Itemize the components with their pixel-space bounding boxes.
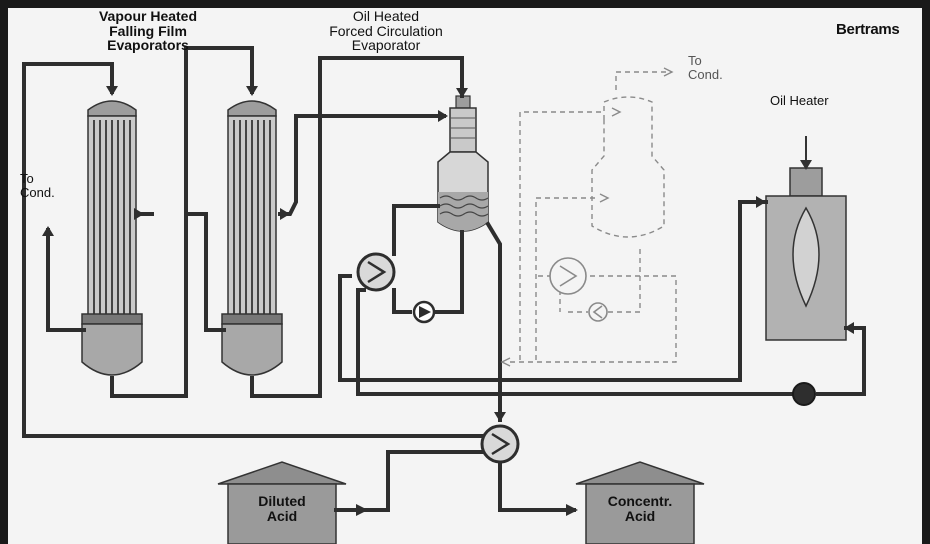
falling-film-evaporator-1 bbox=[81, 100, 143, 376]
brand-logo: Bertrams bbox=[836, 21, 900, 38]
diluted-acid-line-2: Acid bbox=[266, 507, 298, 524]
to-cond-left-line-2: Cond. bbox=[20, 184, 55, 200]
to-cond-top-line-2: Cond. bbox=[688, 66, 723, 82]
vapour-heated-line-1: Vapour Heated bbox=[98, 8, 198, 24]
main-piping bbox=[22, 46, 866, 512]
to-cond-left-label: To Cond. bbox=[20, 172, 55, 199]
to-cond-top-label: To Cond. bbox=[688, 54, 723, 81]
forced-circulation-evaporator bbox=[437, 95, 489, 232]
oil-heated-line-3: Evaporator bbox=[351, 37, 421, 54]
diluted-acid-tank bbox=[217, 461, 347, 544]
oil-heated-title: Oil Heated Forced Circulation Evaporator bbox=[296, 9, 476, 53]
optional-arrows bbox=[500, 67, 674, 367]
diluted-acid-label: Diluted Acid bbox=[228, 494, 336, 523]
concentrated-acid-line-1: Concentr. bbox=[607, 493, 673, 509]
concentrated-acid-tank bbox=[575, 461, 705, 544]
concentrated-acid-label: Concentr. Acid bbox=[586, 494, 694, 523]
to-cond-left-line-1: To bbox=[20, 171, 34, 186]
oil-pump bbox=[792, 382, 816, 406]
optional-heat-exchanger bbox=[549, 257, 587, 295]
oil-heated-line-1: Oil Heated bbox=[352, 8, 420, 24]
to-cond-top-line-1: To bbox=[688, 53, 702, 68]
diluted-acid-line-1: Diluted bbox=[258, 493, 306, 509]
concentrated-acid-line-2: Acid bbox=[624, 507, 656, 524]
oil-heater bbox=[765, 136, 847, 341]
circulation-pump bbox=[412, 300, 436, 324]
vapour-heated-title: Vapour Heated Falling Film Evaporators bbox=[78, 9, 218, 53]
oil-heated-line-2: Forced Circulation bbox=[329, 22, 443, 39]
vapour-heated-line-3: Evaporators bbox=[107, 37, 189, 54]
oil-heater-label: Oil Heater bbox=[770, 93, 829, 108]
flow-arrows bbox=[42, 86, 854, 516]
heat-exchanger-fc bbox=[356, 252, 396, 292]
heat-exchanger-bottom bbox=[480, 424, 520, 464]
falling-film-evaporator-2 bbox=[221, 100, 283, 376]
vapour-heated-line-2: Falling Film bbox=[109, 22, 187, 39]
optional-pump bbox=[588, 302, 608, 322]
optional-stage bbox=[508, 71, 677, 363]
